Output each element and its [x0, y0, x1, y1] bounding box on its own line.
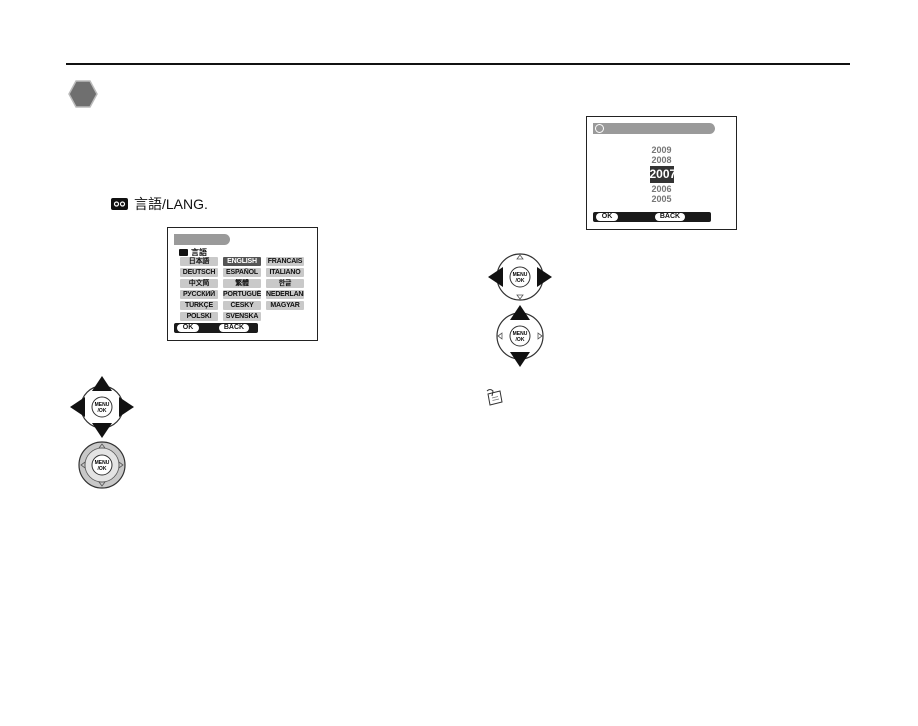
header-rule: [66, 63, 850, 65]
lang-option[interactable]: ČESKY: [223, 301, 261, 310]
up-down-pad-icon[interactable]: MENU /OK: [494, 304, 546, 368]
language-screen: 言語 日本語 ENGLISH FRANCAIS DEUTSCH ESPAÑOL …: [167, 227, 318, 341]
lang-option[interactable]: 繁體: [223, 279, 261, 288]
four-way-pad-arrows-icon[interactable]: MENU /OK: [69, 375, 135, 439]
lang-option[interactable]: DEUTSCH: [180, 268, 218, 277]
lang-screen-title-bar: [174, 234, 230, 245]
lang-step-text: 言語/LANG.: [134, 196, 208, 212]
lang-option[interactable]: ESPAÑOL: [223, 268, 261, 277]
lang-option[interactable]: SVENSKA: [223, 312, 261, 321]
memo-note-icon: [486, 389, 503, 406]
clock-icon: [595, 124, 604, 133]
year-list: 2009 2008 2007 2006 2005: [587, 145, 736, 204]
lang-option[interactable]: 中文简: [180, 279, 218, 288]
svg-text:MENU: MENU: [95, 402, 110, 408]
ok-pill[interactable]: OK: [177, 324, 199, 332]
year-option[interactable]: 2009: [651, 145, 672, 155]
lang-option[interactable]: POLSKI: [180, 312, 218, 321]
year-screen: 2009 2008 2007 2006 2005 OK BACK: [586, 116, 737, 230]
lang-option[interactable]: TÜRKÇE: [180, 301, 218, 310]
setup-icon: [111, 198, 128, 210]
lang-option[interactable]: NEDERLANDS: [266, 290, 304, 299]
lang-screen-footer: OK BACK: [174, 323, 258, 333]
svg-text:MENU: MENU: [513, 331, 528, 337]
section-hexagon-icon: [68, 80, 98, 108]
year-option-selected[interactable]: 2007: [649, 166, 677, 183]
svg-text:/OK: /OK: [516, 278, 525, 284]
lang-option[interactable]: 日本語: [180, 257, 218, 266]
svg-text:/OK: /OK: [516, 337, 525, 343]
lang-option-selected[interactable]: ENGLISH: [223, 257, 261, 266]
ok-pill[interactable]: OK: [596, 213, 618, 221]
svg-text:/OK: /OK: [98, 466, 107, 472]
lang-option[interactable]: MAGYAR: [266, 301, 304, 310]
lang-empty-cell: [266, 312, 304, 321]
svg-text:/OK: /OK: [98, 408, 107, 414]
year-option[interactable]: 2006: [651, 184, 672, 194]
back-pill[interactable]: BACK: [219, 324, 249, 332]
back-pill[interactable]: BACK: [655, 213, 685, 221]
lang-option[interactable]: РУССКИЙ: [180, 290, 218, 299]
lang-current: 言語: [179, 247, 207, 258]
lang-step-label: 言語/LANG.: [111, 194, 208, 214]
lang-option[interactable]: FRANCAIS: [266, 257, 304, 266]
svg-text:MENU: MENU: [95, 460, 110, 466]
lang-option[interactable]: ITALIANO: [266, 268, 304, 277]
year-screen-title-bar: [593, 123, 715, 134]
lang-option[interactable]: PORTUGUÊS: [223, 290, 261, 299]
year-option[interactable]: 2005: [651, 194, 672, 204]
four-way-pad-center-icon[interactable]: MENU /OK: [77, 440, 127, 490]
year-option[interactable]: 2008: [651, 155, 672, 165]
language-grid: 日本語 ENGLISH FRANCAIS DEUTSCH ESPAÑOL ITA…: [180, 257, 304, 321]
lang-current-label: 言語: [191, 248, 207, 257]
left-right-pad-icon[interactable]: MENU /OK: [487, 251, 553, 303]
svg-text:MENU: MENU: [513, 272, 528, 278]
lang-option[interactable]: 한글: [266, 279, 304, 288]
setup-mini-icon: [179, 249, 188, 256]
year-screen-footer: OK BACK: [593, 212, 711, 222]
